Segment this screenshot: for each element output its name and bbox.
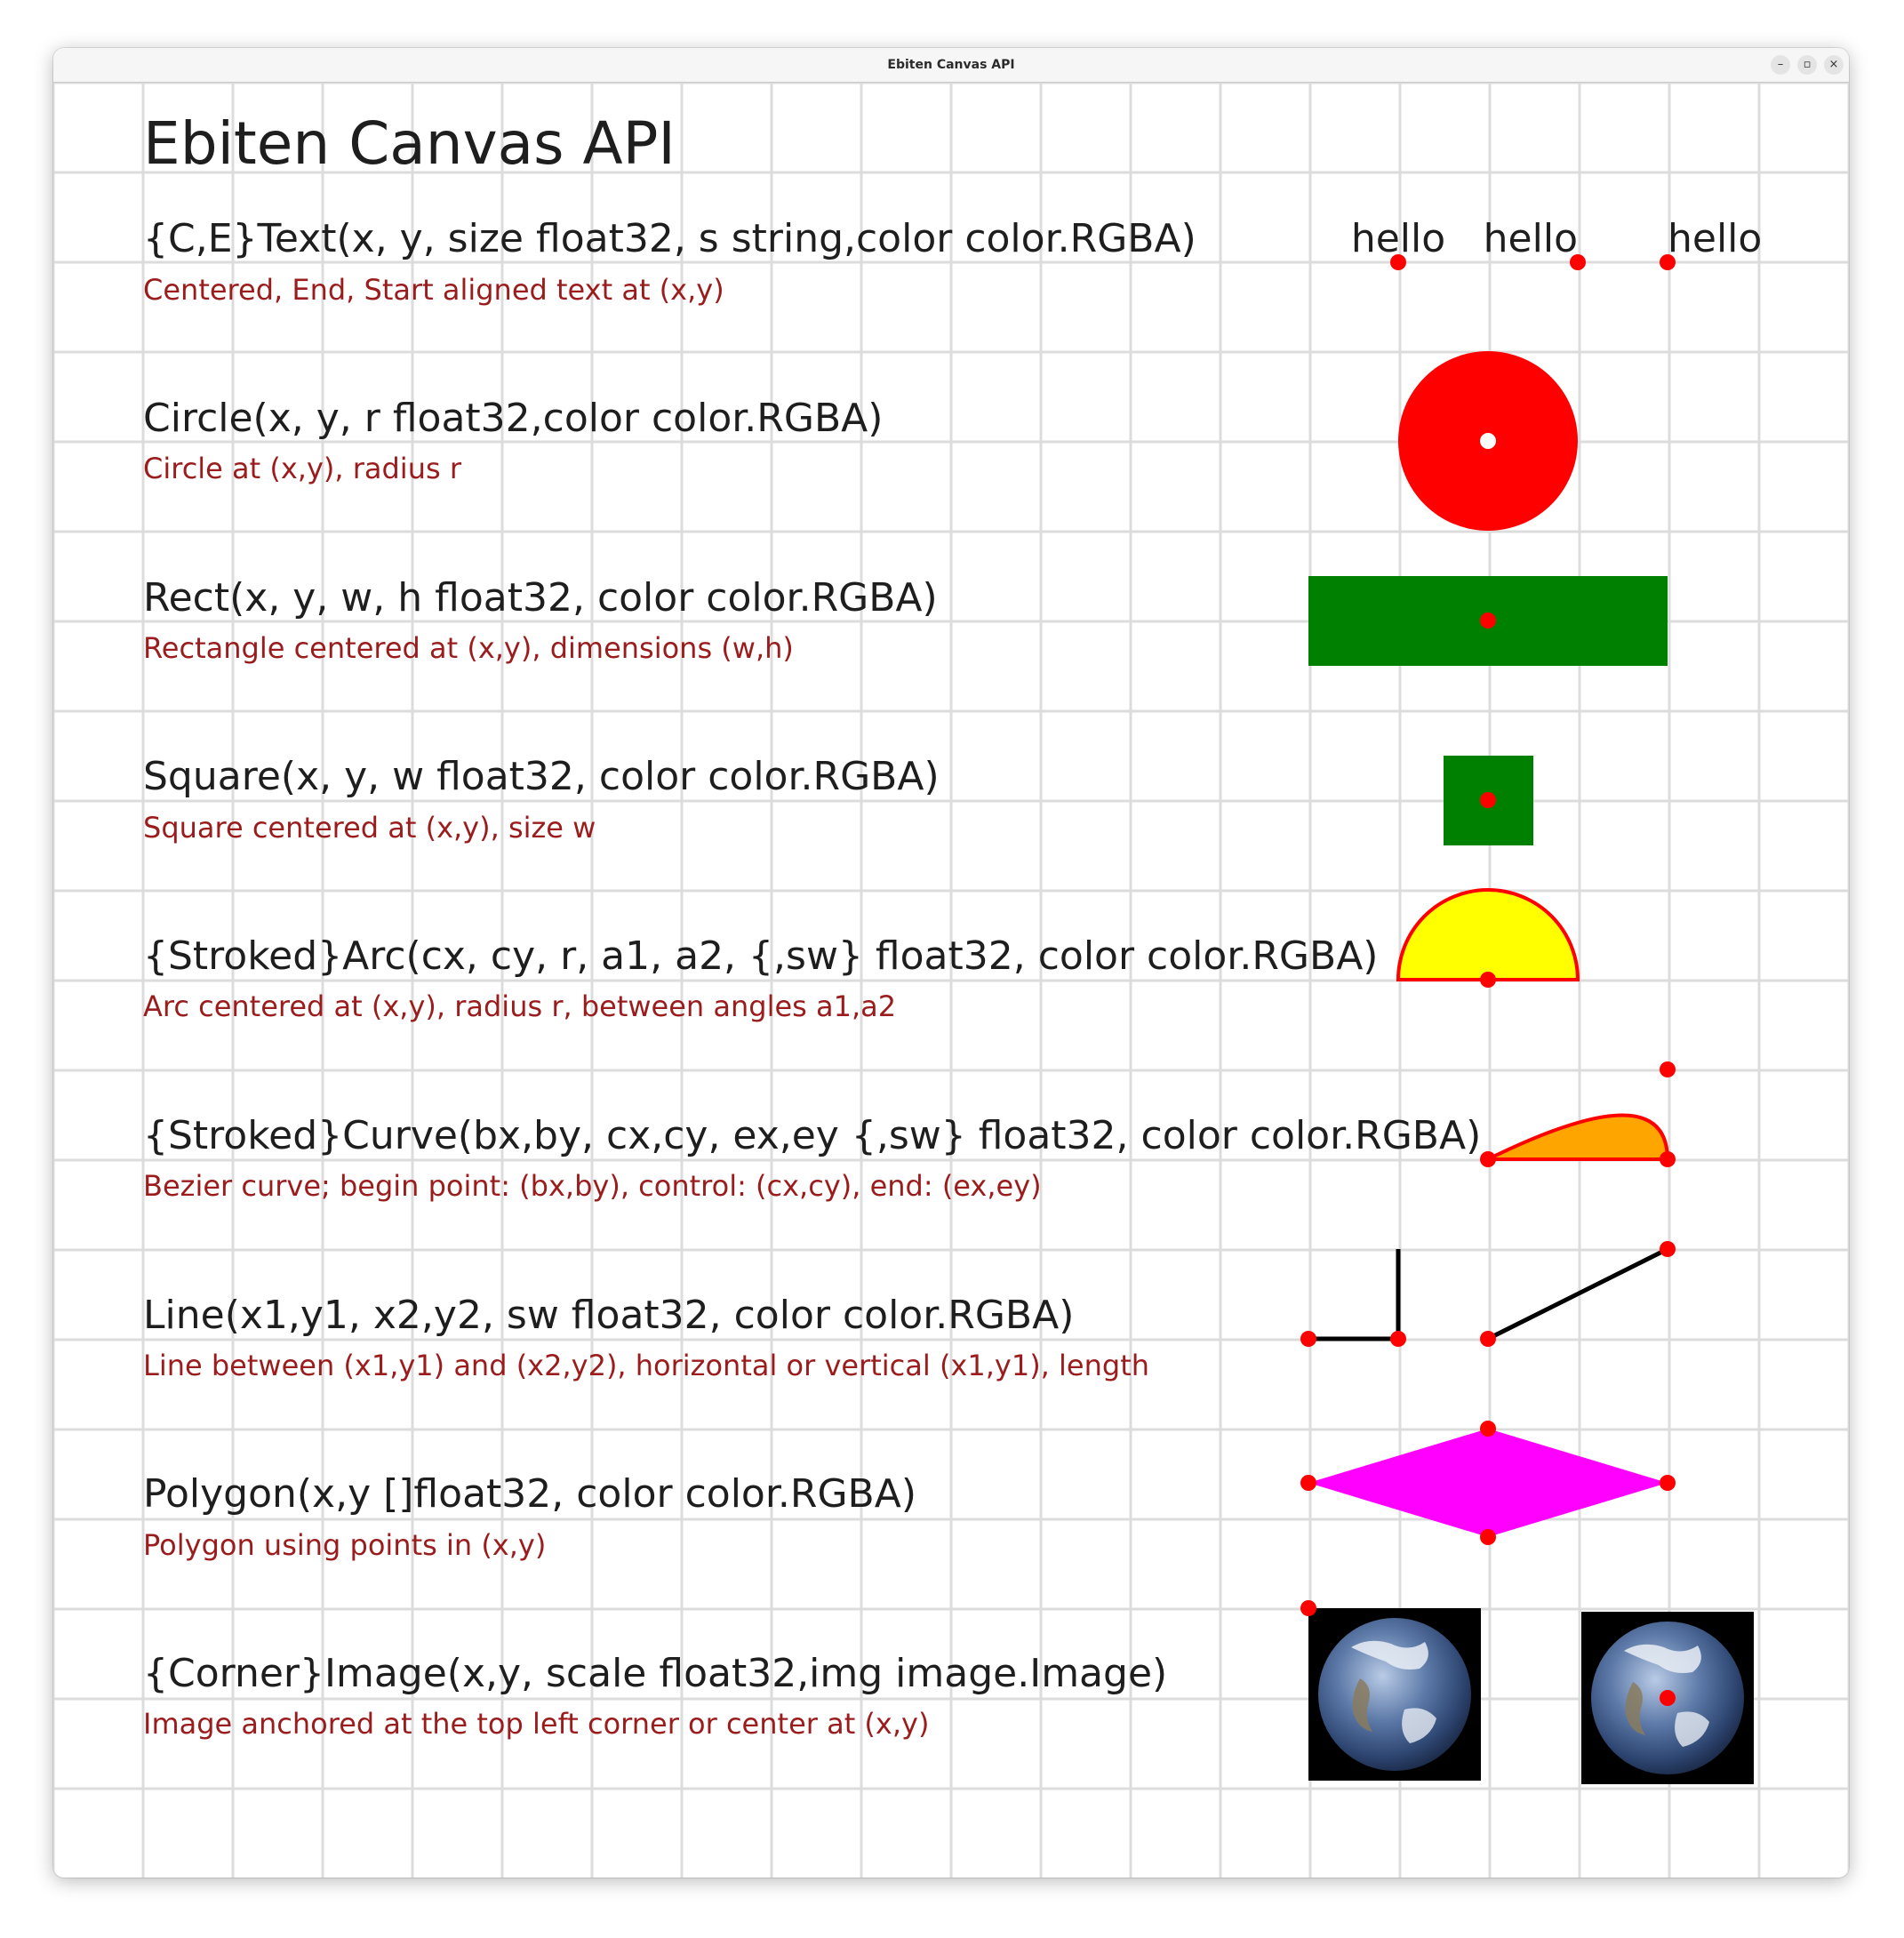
- window-title: Ebiten Canvas API: [887, 58, 1015, 72]
- demo-line-hv: [1308, 1249, 1401, 1341]
- line-point: [1390, 1331, 1406, 1347]
- curve-end-point: [1660, 1151, 1676, 1167]
- line-point: [1300, 1331, 1316, 1347]
- page-heading: Ebiten Canvas API: [143, 109, 676, 178]
- polygon-signature: Polygon(x,y []float32, color color.RGBA): [143, 1471, 916, 1517]
- demo-text-end: hello: [1484, 216, 1578, 261]
- polygon-vertex-point: [1480, 1529, 1496, 1545]
- line-point: [1480, 1331, 1496, 1347]
- demo-polygon: [1308, 1429, 1668, 1537]
- demo-image-corner: [1308, 1608, 1481, 1781]
- maximize-button[interactable]: ▫: [1797, 55, 1817, 75]
- circle-center-point: [1480, 433, 1496, 449]
- square-center-point: [1480, 792, 1496, 808]
- demo-text-start: hello: [1668, 216, 1762, 261]
- canvas-area: Ebiten Canvas API {C,E}Text(x, y, size f…: [53, 83, 1849, 1878]
- canvas-drawing: Ebiten Canvas API {C,E}Text(x, y, size f…: [53, 83, 1849, 1878]
- polygon-vertex-point: [1480, 1421, 1496, 1437]
- line-signature: Line(x1,y1, x2,y2, sw float32, color col…: [143, 1293, 1074, 1338]
- circle-signature: Circle(x, y, r float32,color color.RGBA): [143, 396, 883, 441]
- demo-text-centered: hello: [1351, 216, 1445, 261]
- curve-description: Bezier curve; begin point: (bx,by), cont…: [143, 1169, 1042, 1203]
- polygon-vertex-point: [1300, 1475, 1316, 1491]
- text-start-anchor-point: [1660, 254, 1676, 270]
- rect-center-point: [1480, 613, 1496, 629]
- minimize-button[interactable]: –: [1771, 55, 1790, 75]
- text-centered-anchor-point: [1390, 254, 1406, 270]
- demo-line-diagonal: [1486, 1246, 1669, 1341]
- app-window: Ebiten Canvas API – ▫ × Ebiten Canvas AP…: [53, 48, 1849, 1878]
- arc-signature: {Stroked}Arc(cx, cy, r, a1, a2, {,sw} fl…: [143, 933, 1378, 979]
- text-signature: {C,E}Text(x, y, size float32, s string,c…: [143, 216, 1196, 261]
- square-description: Square centered at (x,y), size w: [143, 811, 596, 845]
- image-corner-anchor-point: [1300, 1600, 1316, 1616]
- demo-arc: [1396, 888, 1580, 981]
- image-signature: {Corner}Image(x,y, scale float32,img ima…: [143, 1651, 1167, 1696]
- arc-description: Arc centered at (x,y), radius r, between…: [143, 989, 896, 1023]
- circle-description: Circle at (x,y), radius r: [143, 452, 462, 485]
- line-description: Line between (x1,y1) and (x2,y2), horizo…: [143, 1349, 1149, 1382]
- curve-signature: {Stroked}Curve(bx,by, cx,cy, ex,ey {,sw}…: [143, 1113, 1481, 1158]
- rect-description: Rectangle centered at (x,y), dimensions …: [143, 631, 794, 665]
- image-description: Image anchored at the top left corner or…: [143, 1707, 929, 1741]
- close-button[interactable]: ×: [1824, 55, 1844, 75]
- curve-begin-point: [1480, 1151, 1496, 1167]
- text-end-anchor-point: [1570, 254, 1586, 270]
- polygon-vertex-point: [1660, 1475, 1676, 1491]
- rect-signature: Rect(x, y, w, h float32, color color.RGB…: [143, 575, 938, 621]
- demo-curve: [1487, 1113, 1670, 1161]
- curve-control-point: [1660, 1061, 1676, 1077]
- title-bar[interactable]: Ebiten Canvas API – ▫ ×: [53, 48, 1849, 83]
- text-description: Centered, End, Start aligned text at (x,…: [143, 273, 724, 307]
- square-signature: Square(x, y, w float32, color color.RGBA…: [143, 754, 940, 799]
- polygon-description: Polygon using points in (x,y): [143, 1528, 546, 1562]
- image-center-anchor-point: [1660, 1690, 1676, 1706]
- line-point: [1660, 1241, 1676, 1257]
- arc-center-point: [1480, 972, 1496, 988]
